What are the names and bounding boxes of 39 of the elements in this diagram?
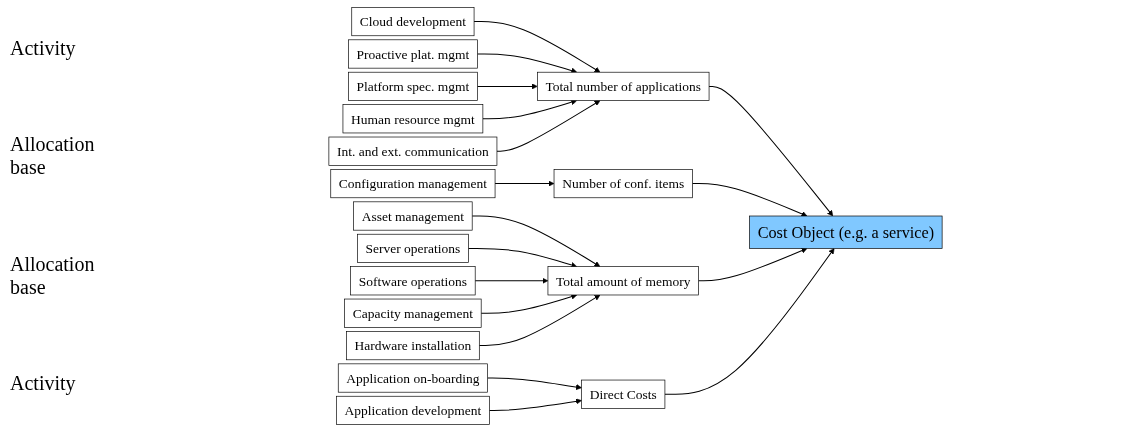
- node-box: Software operations: [350, 266, 476, 296]
- arrow: [496, 100, 601, 152]
- arrow: [708, 85, 834, 217]
- node-box: Configuration management: [330, 169, 496, 199]
- arrow: [488, 398, 582, 411]
- node-box: Asset management: [353, 201, 473, 231]
- arrow: [487, 377, 582, 390]
- node-box: Cost Object (e.g. a service): [749, 215, 943, 249]
- node-box: Platform spec. mgmt: [348, 71, 478, 101]
- node-box: Direct Costs: [581, 379, 666, 409]
- arrow: [473, 21, 601, 73]
- node-box: Number of conf. items: [553, 169, 693, 199]
- node-box: Int. and ext. communication: [328, 136, 498, 166]
- row-label: Activity: [10, 372, 77, 396]
- arrow: [476, 53, 578, 74]
- node-box: Proactive plat. mgmt: [348, 39, 478, 69]
- node-box: Human resource mgmt: [342, 104, 484, 134]
- arrow: [474, 277, 549, 284]
- node-box: Total number of applications: [537, 71, 710, 101]
- node-box: Server operations: [357, 233, 469, 263]
- arrow: [482, 99, 578, 120]
- arrow: [471, 215, 601, 267]
- arrow: [698, 247, 808, 282]
- node-box: Hardware installation: [346, 331, 480, 361]
- node-box: Application development: [336, 395, 490, 425]
- arrow: [664, 248, 835, 395]
- node-box: Total amount of memory: [547, 266, 699, 296]
- node-box: Application on-boarding: [337, 363, 488, 393]
- arrow: [691, 183, 808, 217]
- row-label: Allocation base: [10, 252, 96, 299]
- arrow: [476, 83, 538, 90]
- node-box: Capacity management: [344, 298, 482, 328]
- arrow: [467, 247, 578, 268]
- row-label: Activity: [10, 36, 77, 60]
- row-label: Allocation base: [10, 133, 96, 180]
- node-box: Cloud development: [351, 7, 475, 37]
- arrow: [494, 180, 555, 187]
- arrow: [480, 293, 578, 314]
- arrow: [478, 294, 601, 347]
